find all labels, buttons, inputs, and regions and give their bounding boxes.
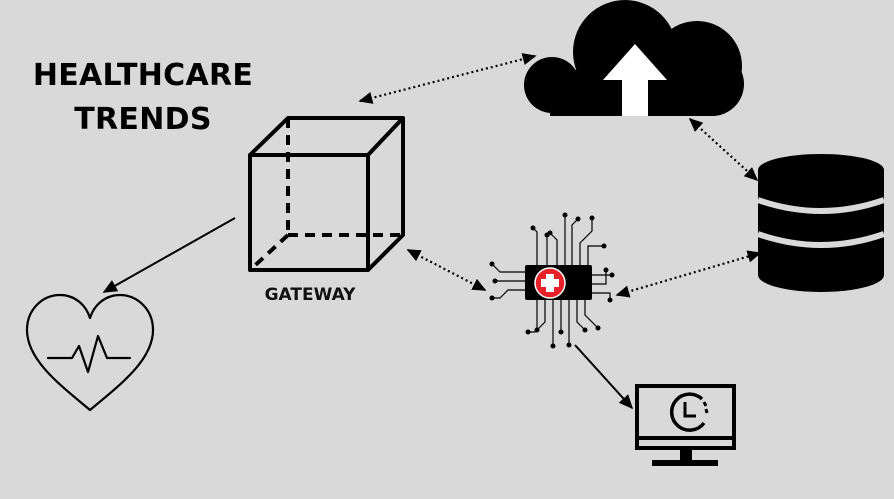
- gateway-label: GATEWAY: [264, 285, 356, 305]
- cube-icon: [248, 116, 405, 272]
- connector-cloud-database: [688, 117, 759, 182]
- connector-chip-database: [615, 250, 762, 298]
- connector-gateway-chip: [406, 249, 487, 291]
- monitor-clock-icon: [635, 384, 736, 466]
- connector-gateway-heart: [102, 217, 236, 293]
- title-line-2: TRENDS: [74, 102, 212, 137]
- database-icon: [757, 154, 885, 292]
- connections: [102, 53, 762, 410]
- medical-chip-icon: [489, 212, 615, 349]
- diagram-title: HEALTHCARE TRENDS: [28, 54, 258, 142]
- chip-trace-endpoints: [489, 212, 615, 349]
- title-line-1: HEALTHCARE: [32, 58, 254, 93]
- heart-pulse-icon: [25, 293, 155, 412]
- connector-gateway-cloud: [358, 53, 537, 104]
- connector-chip-monitor: [574, 344, 634, 410]
- cloud-upload-icon: [524, 0, 744, 116]
